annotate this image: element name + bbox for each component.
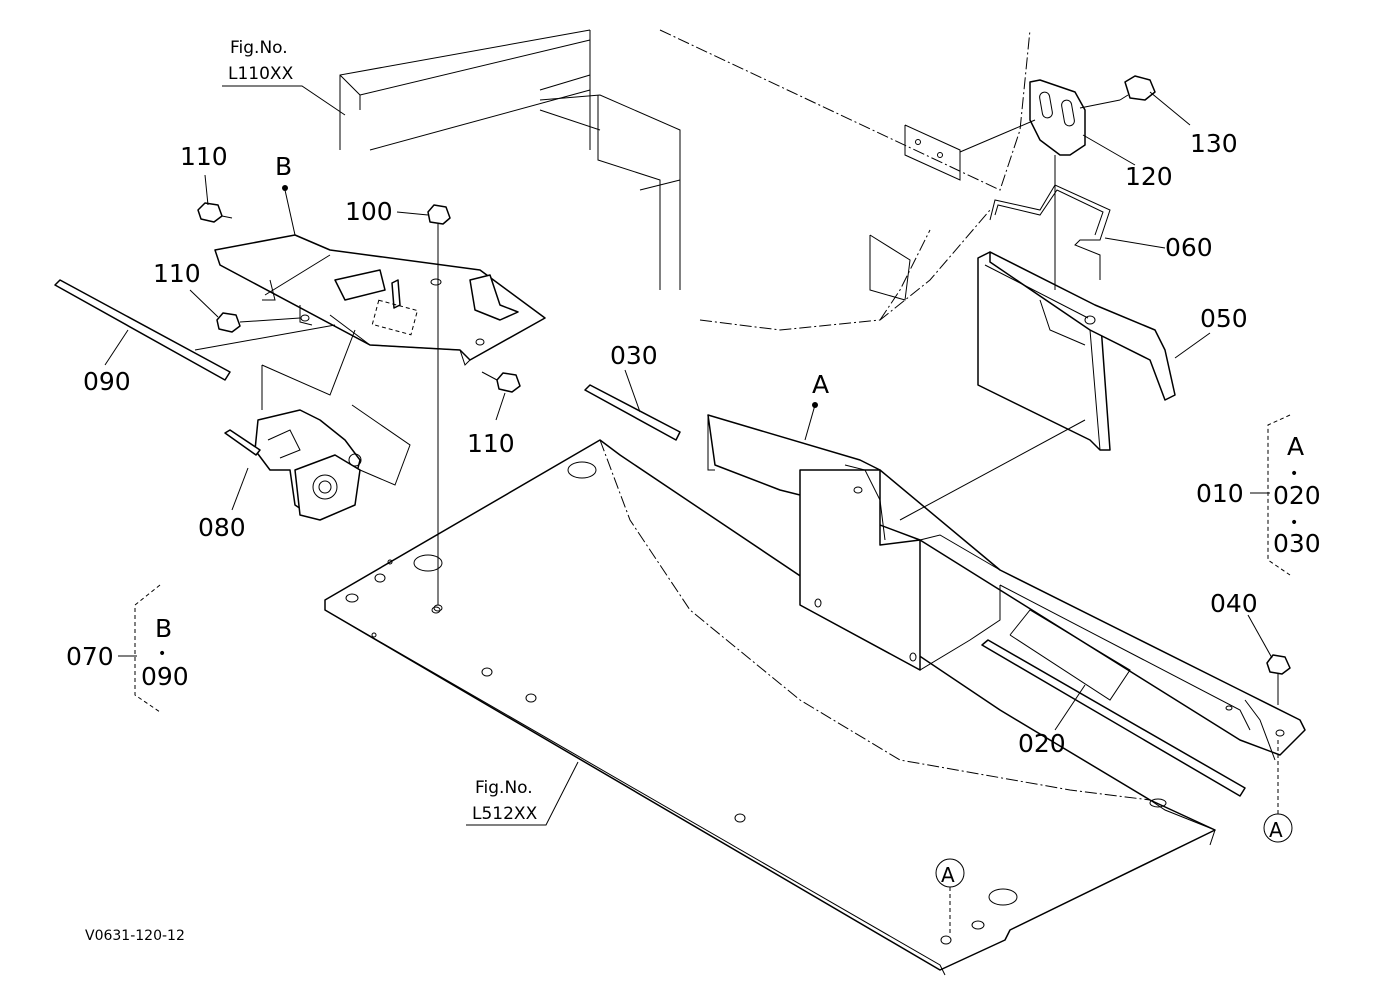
legend-b-group: 070 B • 090 (66, 584, 189, 713)
callout-080: 080 (198, 513, 246, 542)
legend-a-title: A (1287, 432, 1304, 461)
callout-030: 030 (610, 341, 658, 370)
callout-050: 050 (1200, 304, 1248, 333)
marker-a-bracket: A (804, 370, 829, 441)
part-130-bolt (1079, 75, 1191, 126)
part-b-plate (214, 185, 546, 366)
figure-ref-bottom-line1: Fig.No. (475, 778, 533, 798)
figure-ref-top-line2: L110XX (228, 64, 294, 84)
legend-a-dot1: • (1290, 466, 1298, 482)
callout-040: 040 (1210, 589, 1258, 618)
figure-ref-bottom-line2: L512XX (472, 804, 538, 824)
floor-plate (324, 439, 1216, 976)
part-120-bracket (1029, 79, 1136, 290)
circle-a-right-label: A (1269, 818, 1283, 842)
legend-a-dot2: • (1290, 515, 1298, 531)
figure-ref-top-line1: Fig.No. (230, 38, 288, 58)
part-060-wire-clip (989, 184, 1166, 280)
marker-b-plate: B (275, 152, 292, 181)
legend-a-group-number: 010 (1196, 479, 1244, 508)
callout-110-low: 110 (467, 429, 515, 458)
marker-b-label: B (275, 152, 292, 181)
part-040-bolt (1247, 614, 1291, 815)
bracket-link-line (959, 119, 1036, 153)
upper-structure-outline (339, 29, 1031, 331)
legend-a-item1: 020 (1273, 481, 1321, 510)
legend-a-item2: 030 (1273, 529, 1321, 558)
drawing-code: V0631-120-12 (85, 928, 185, 944)
legend-b-title: B (155, 614, 172, 643)
legend-b-dot1: • (158, 646, 166, 662)
callout-020: 020 (1018, 729, 1066, 758)
callout-130: 130 (1190, 129, 1238, 158)
main-channel-bracket (707, 414, 1306, 761)
part-090-rod (54, 279, 336, 381)
circle-a-right: A (1263, 813, 1293, 843)
callout-120: 120 (1125, 162, 1173, 191)
legend-a-group: 010 A • 020 • 030 (1196, 414, 1321, 576)
callout-090: 090 (83, 367, 131, 396)
part-020-rod (981, 639, 1246, 797)
callout-060: 060 (1165, 233, 1213, 262)
part-110-bolt-c (481, 371, 521, 421)
callout-110-top: 110 (180, 142, 228, 171)
figure-ref-top: Fig.No. L110XX (222, 38, 346, 116)
marker-a-label: A (812, 370, 829, 399)
part-110-bolt-a (197, 174, 233, 223)
callout-110-mid: 110 (153, 259, 201, 288)
callout-labels: 130 120 060 050 040 020 030 100 110 110 … (83, 129, 1258, 758)
circle-a-bottom-label: A (941, 863, 955, 887)
figure-ref-bottom: Fig.No. L512XX (466, 761, 579, 826)
part-100-bolt (396, 204, 451, 612)
part-050-cover (977, 251, 1176, 451)
callout-100: 100 (345, 197, 393, 226)
part-030-rod (584, 369, 681, 441)
circle-a-bottom: A (935, 858, 965, 935)
legend-b-group-number: 070 (66, 642, 114, 671)
legend-b-item1: 090 (141, 662, 189, 691)
part-110-bolt-b (189, 289, 301, 333)
part-080-switch (224, 329, 411, 521)
